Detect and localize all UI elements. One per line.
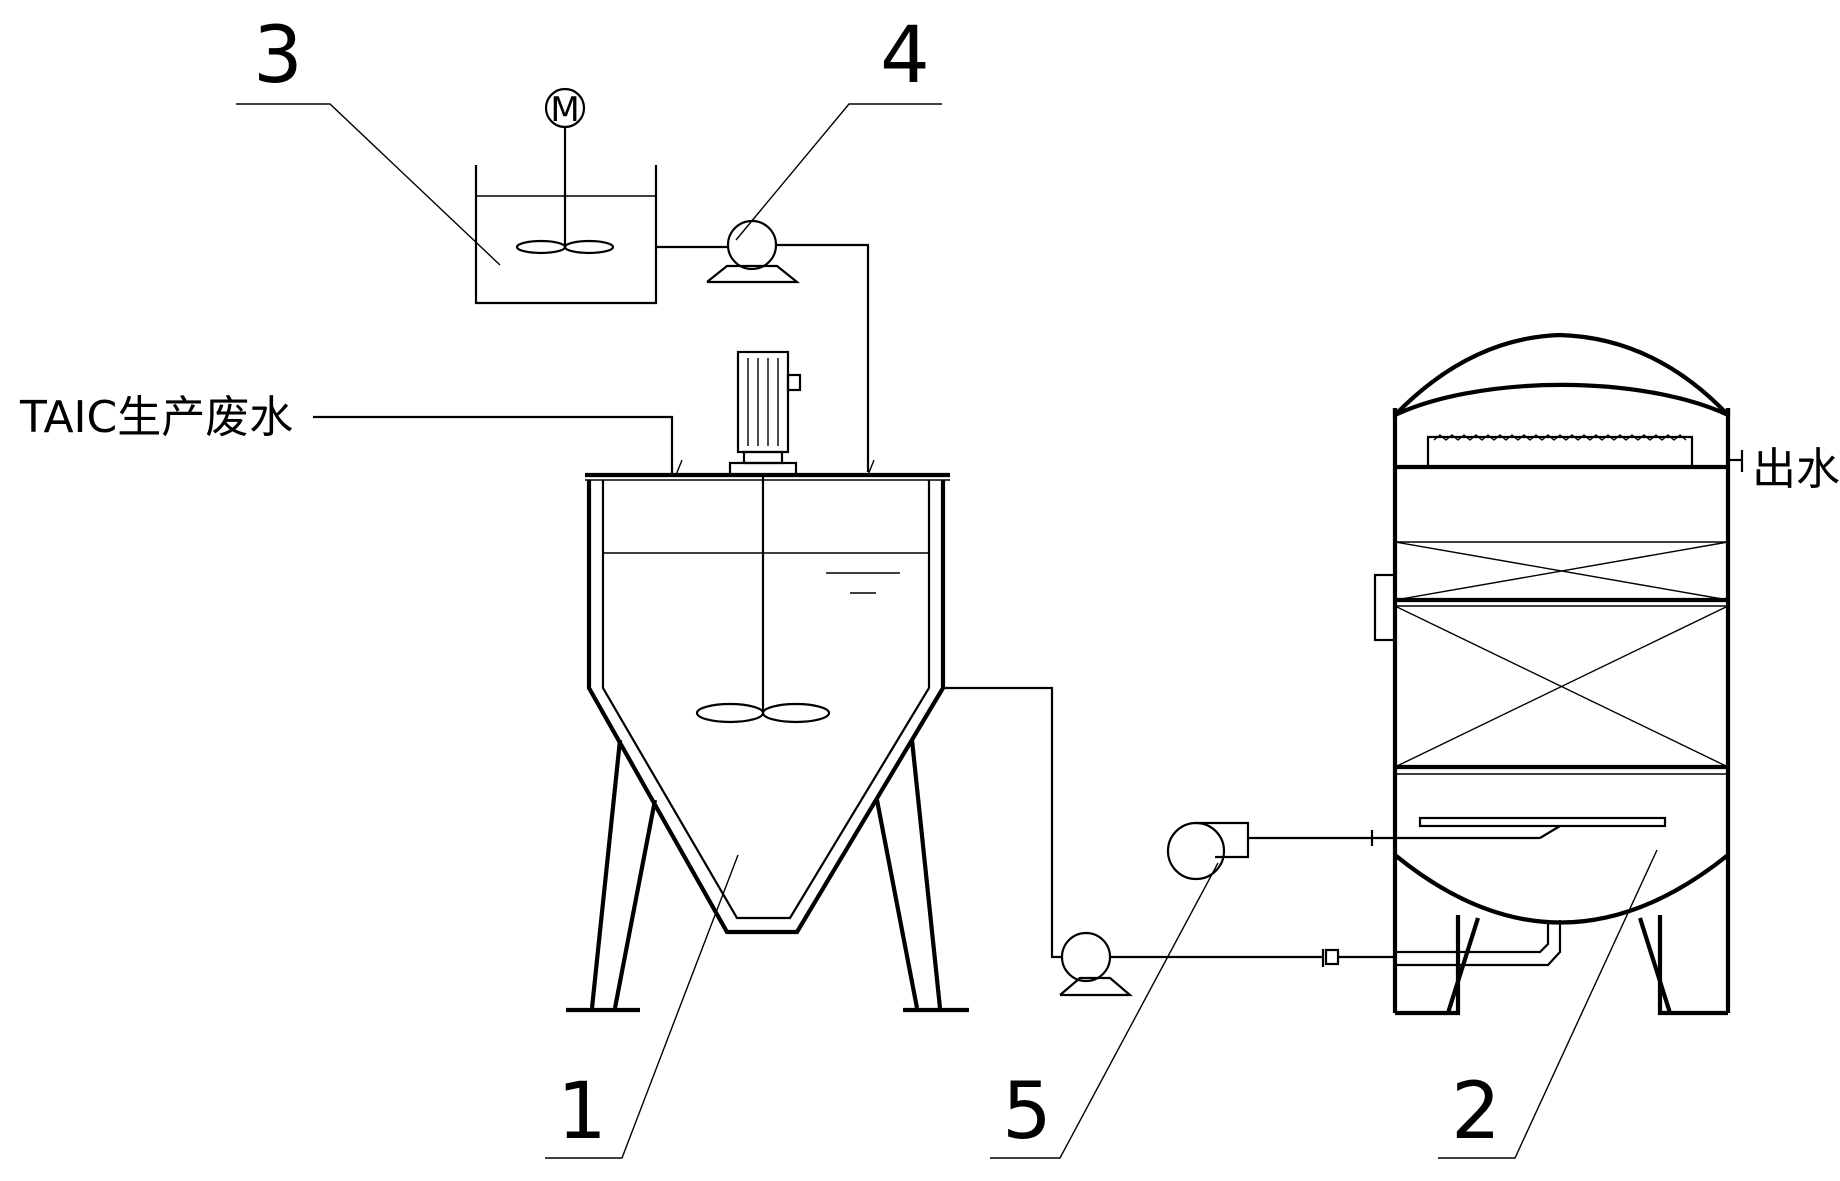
label-4: 4 [880,11,930,101]
label-2: 2 [1451,1067,1501,1157]
dosing-motor-icon: M [544,87,586,130]
inlet-label: TAIC生产废水 [19,392,293,443]
air-blower-icon [1166,821,1372,881]
transfer-pump-icon [943,686,1323,997]
reaction-tank [566,459,969,1013]
label-1: 1 [557,1067,607,1157]
leader-lines [236,103,1658,1159]
treatment-column [1321,332,1744,1016]
dosing-tank [474,127,658,305]
outlet-label: 出水 [1752,444,1840,495]
mixer-motor-icon [695,350,831,724]
label-5: 5 [1002,1067,1052,1157]
svg-text:M: M [550,90,579,130]
inlet-pipe [313,415,674,475]
label-3: 3 [253,11,303,101]
